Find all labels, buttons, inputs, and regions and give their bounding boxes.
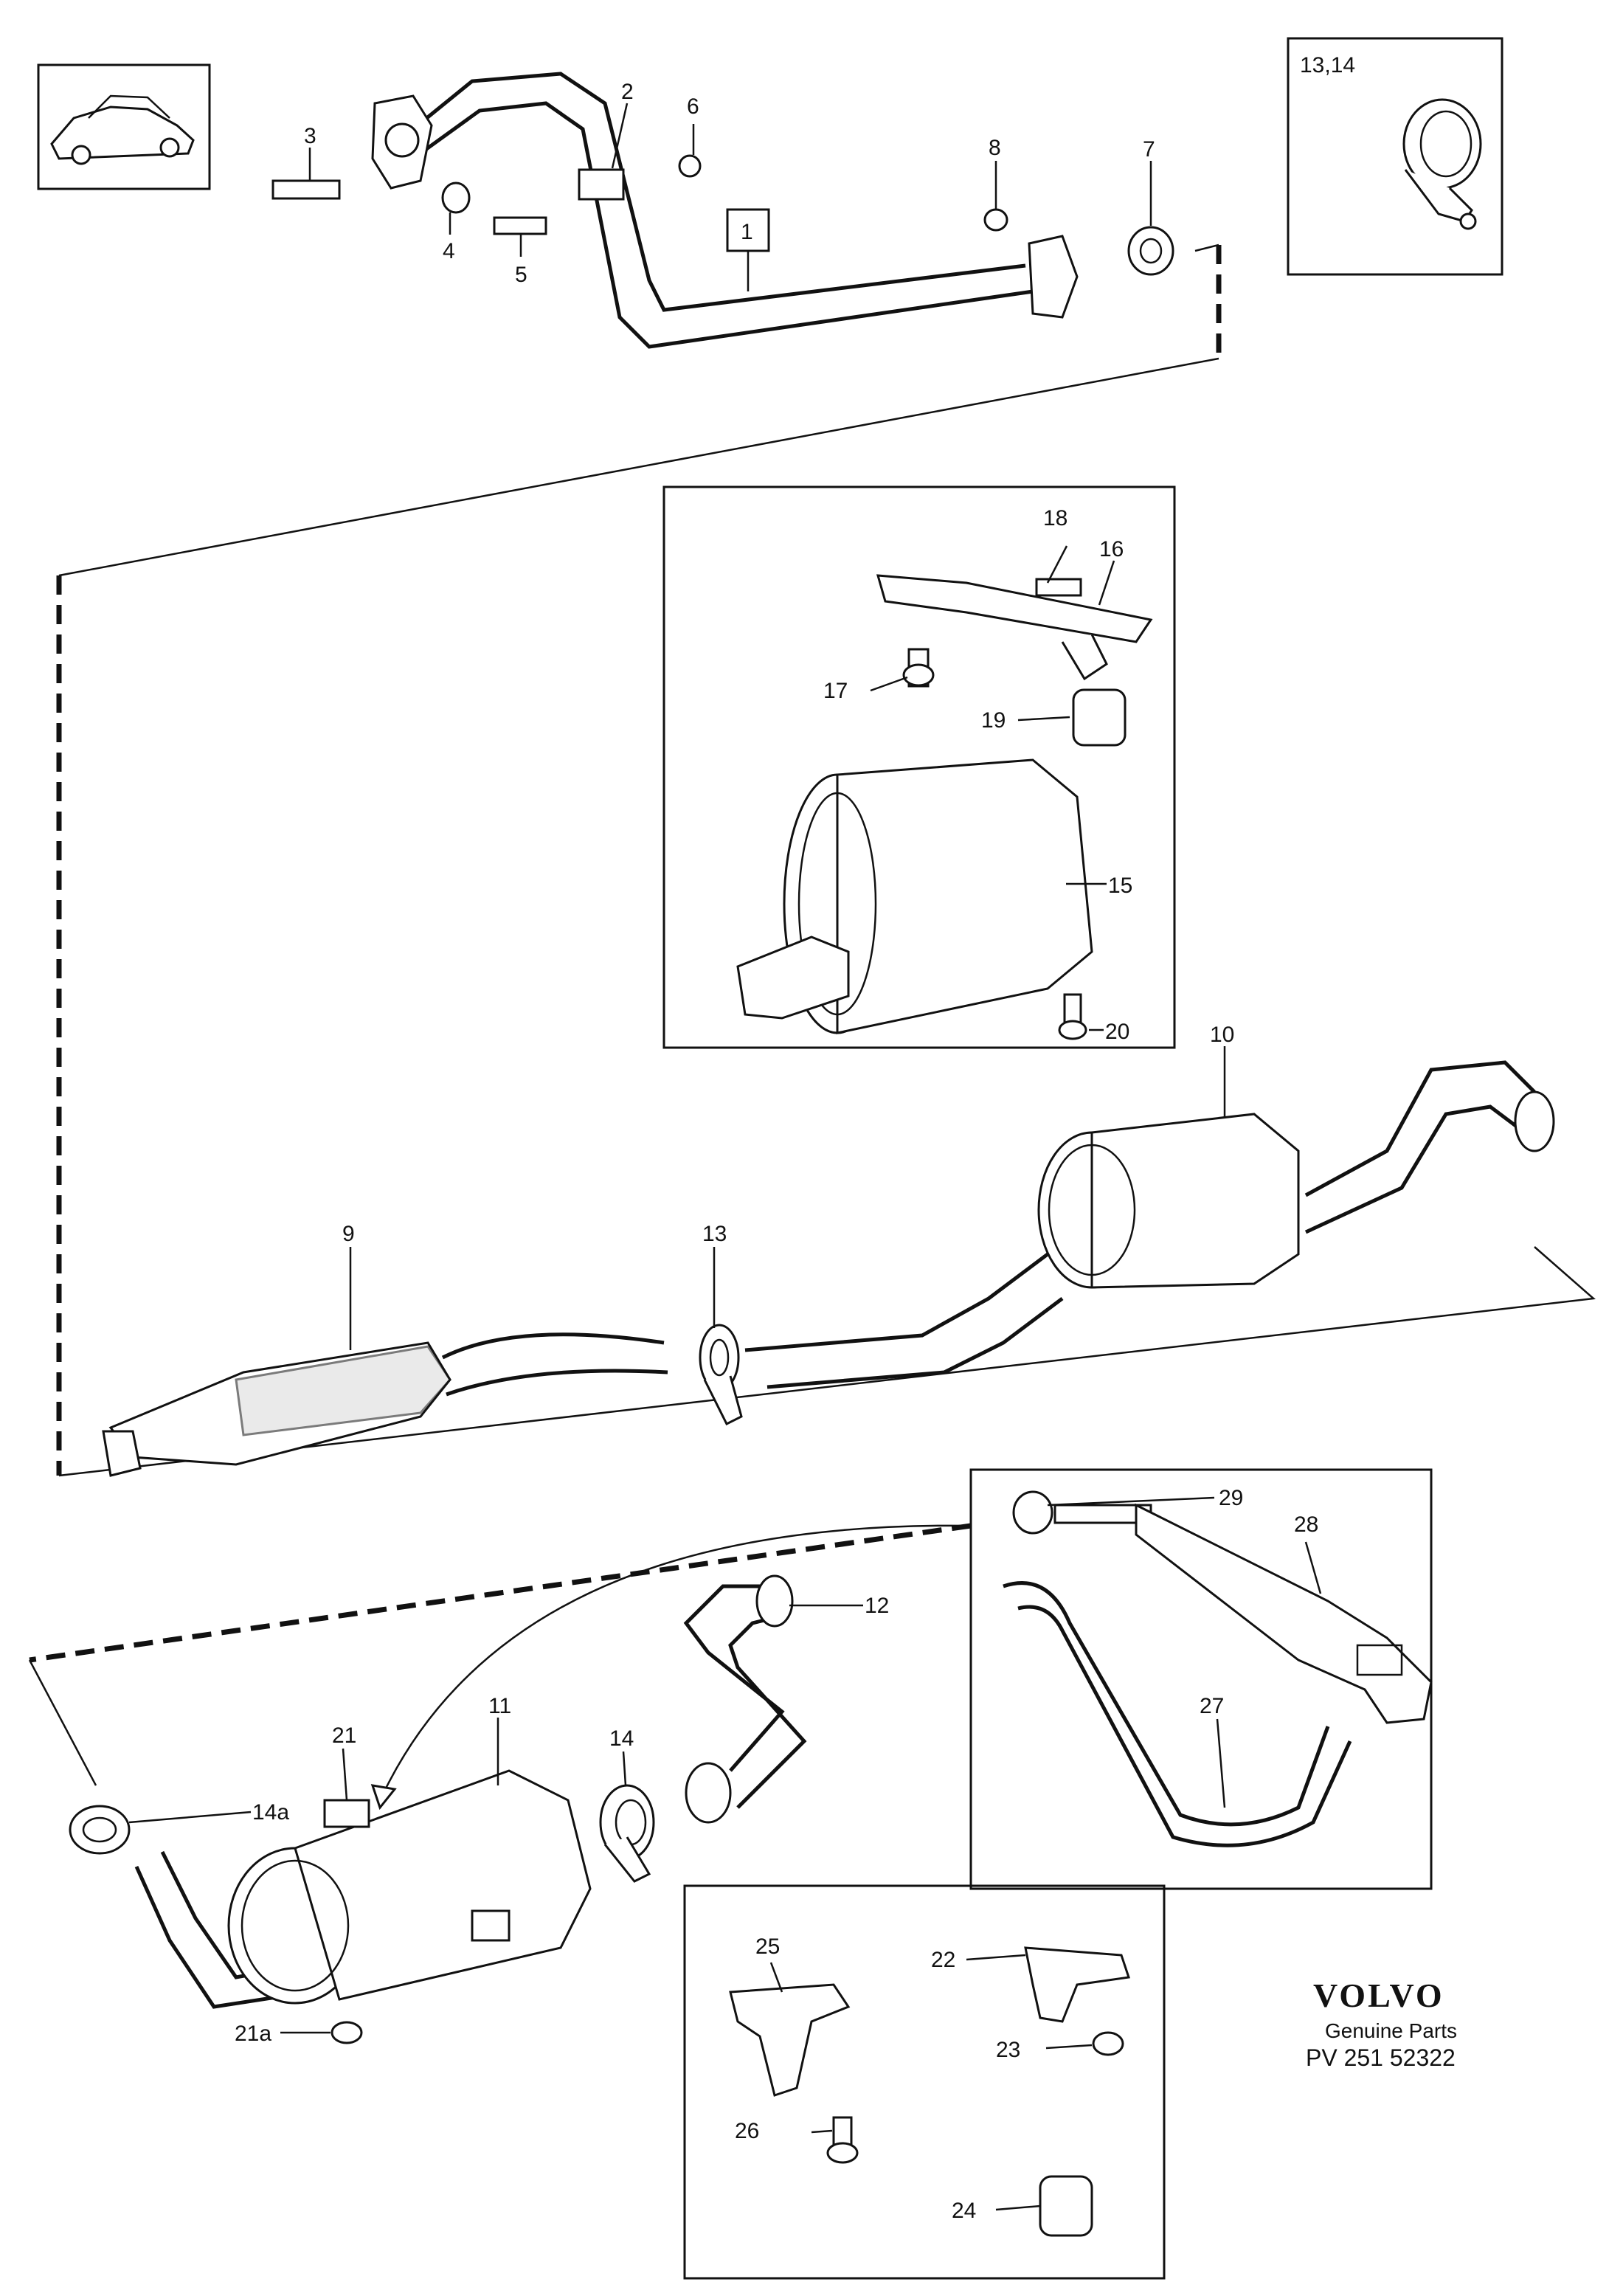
tailpipe-12 [683, 1574, 807, 1824]
callout-22: 22 [931, 1948, 955, 1972]
callout-29: 29 [1219, 1486, 1243, 1510]
nut-4 [441, 181, 471, 235]
callout-12: 12 [865, 1594, 889, 1618]
callout-21a: 21a [235, 2022, 271, 2046]
catalytic-converter [102, 1332, 668, 1477]
callout-10: 10 [1210, 1023, 1234, 1047]
connector-line-bottom [29, 1523, 972, 1663]
connector-line-diagonal-top [58, 243, 1219, 577]
callout-15: 15 [1108, 874, 1132, 898]
clamp-14a [69, 1805, 131, 1855]
callout-3: 3 [304, 124, 316, 148]
bracket-inset-22-26 [683, 1884, 1166, 2280]
callout-25: 25 [755, 1934, 780, 1959]
callout-11: 11 [488, 1694, 511, 1718]
front-muffler-11 [134, 1769, 592, 2009]
connector-line-left-bottom [28, 1659, 97, 1786]
callout-14: 14 [609, 1726, 634, 1751]
hanger-strap-inset [969, 1468, 1433, 1890]
callout-24: 24 [952, 2199, 976, 2223]
nut-21a [331, 2021, 363, 2044]
callout-9: 9 [342, 1222, 355, 1246]
callout-14a: 14a [252, 1800, 289, 1825]
callout-18: 18 [1043, 506, 1067, 530]
callout-8: 8 [989, 136, 1001, 160]
vehicle-thumbnail [37, 63, 211, 190]
callout-16: 16 [1099, 537, 1124, 561]
callout-23: 23 [996, 2038, 1020, 2062]
brand-subtitle: Genuine Parts [1325, 2019, 1457, 2042]
gasket-7 [1127, 161, 1174, 276]
callout-numbers: 2 3 4 5 6 7 8 9 10 11 12 13 14 14a 15 16… [235, 80, 1318, 2223]
callout-28: 28 [1294, 1512, 1318, 1537]
callout-20: 20 [1105, 1020, 1129, 1044]
callout-27: 27 [1200, 1694, 1224, 1718]
callout-leaders [128, 103, 1322, 2211]
mounting-arrow [370, 1524, 972, 1811]
brand-logo: VOLVO [1313, 1977, 1444, 2014]
nut-6 [678, 124, 702, 178]
muffler-bracket-inset [662, 485, 1176, 1049]
callout-4: 4 [443, 239, 455, 263]
callout-26: 26 [735, 2119, 759, 2143]
bolt-5 [493, 216, 547, 257]
callout-2: 2 [621, 80, 634, 104]
clamp-inset-13-14: 13,14 [1287, 37, 1503, 276]
callout-19: 19 [981, 708, 1006, 733]
front-exhaust-pipe [371, 72, 1079, 349]
clamp-13 [699, 1324, 743, 1426]
part-number: PV 251 52322 [1306, 2044, 1456, 2071]
connector-line-middle-right [58, 1246, 1596, 1477]
callout-6: 6 [687, 94, 699, 119]
stud-3 [271, 148, 341, 200]
inset-label-13-14: 13,14 [1300, 53, 1355, 77]
callout-5: 5 [515, 263, 527, 287]
clamp-14 [599, 1784, 655, 1883]
nut-8 [983, 161, 1008, 232]
boxed-label-1: 1 [741, 220, 753, 244]
callout-7: 7 [1143, 137, 1155, 162]
callout-13: 13 [702, 1222, 727, 1246]
rear-muffler-assembly [744, 1060, 1555, 1389]
callout-17: 17 [823, 679, 848, 703]
callout-21: 21 [332, 1723, 356, 1748]
brand-block: VOLVO Genuine Parts PV 251 52322 [1306, 1977, 1457, 2071]
